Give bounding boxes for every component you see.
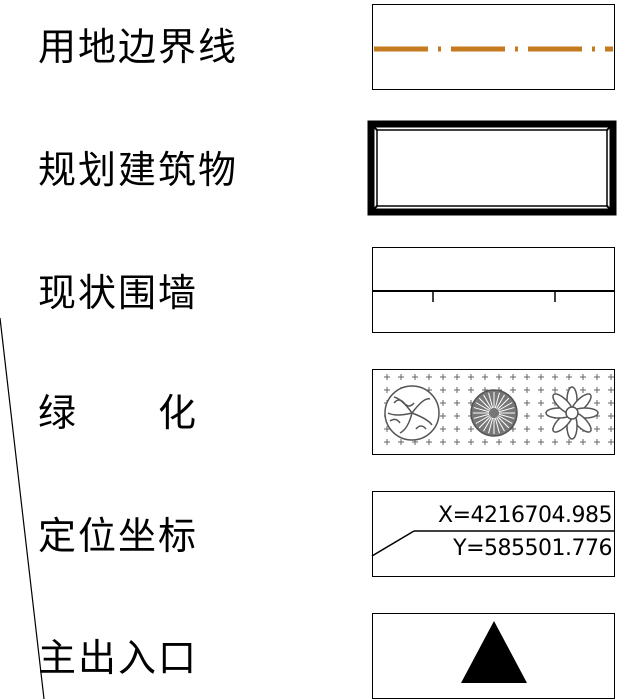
- legend-label-greenery: 绿 化: [38, 391, 199, 435]
- legend-label-main-entrance: 主出入口: [38, 636, 199, 680]
- legend-label-existing-wall: 现状围墙: [38, 271, 199, 315]
- coordinate-callout: [371, 529, 615, 557]
- coordinate-y-text: Y=585501.776: [453, 536, 612, 561]
- legend-symbol-existing-wall: [371, 247, 615, 333]
- tree-symbol-2: [469, 388, 518, 437]
- legend-label-planned-building: 规划建筑物: [38, 148, 239, 192]
- legend-symbol-boundary-line: [372, 4, 615, 90]
- tree-symbol-3: [544, 385, 599, 440]
- legend-symbol-greenery: [372, 369, 615, 455]
- legend-symbol-coordinate: X=4216704.985 Y=585501.776: [371, 491, 615, 577]
- legend-symbol-planned-building: [367, 120, 617, 216]
- wall-line-with-ticks: [371, 289, 615, 302]
- legend-label-boundary: 用地边界线: [38, 25, 239, 69]
- filled-triangle-icon: [460, 620, 527, 683]
- legend-symbol-main-entrance: [372, 613, 615, 699]
- legend-label-coordinate: 定位坐标: [38, 514, 199, 558]
- tree-symbol-1: [383, 384, 440, 441]
- thick-rectangle: [367, 120, 617, 216]
- dashed-boundary-line: [373, 46, 613, 51]
- tree-pattern: [383, 373, 614, 445]
- coordinate-x-text: X=4216704.985: [438, 503, 612, 528]
